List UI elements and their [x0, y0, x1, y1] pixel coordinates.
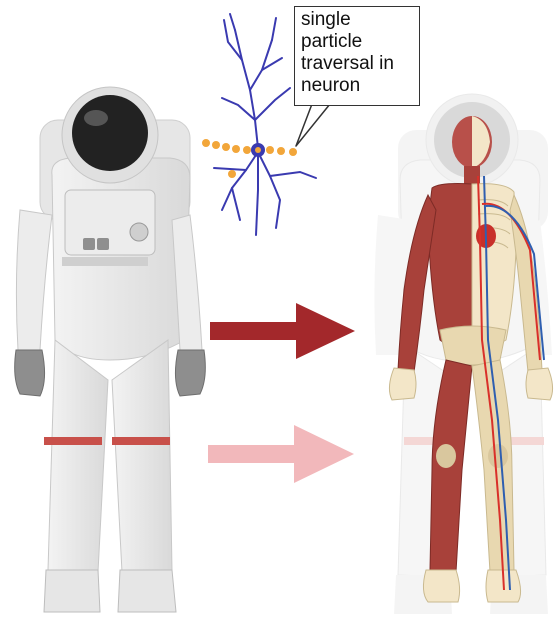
arrow-primary: [210, 303, 355, 359]
astronaut-suit-icon: [15, 87, 206, 612]
particle-path: [202, 139, 297, 178]
arrow-secondary: [208, 425, 354, 483]
callout-line-1: single: [301, 9, 413, 31]
callout-line-2: particle: [301, 31, 413, 53]
anatomy-in-suit-icon: [374, 94, 552, 614]
callout-pointer: [296, 104, 330, 146]
callout-line-3: traversal in: [301, 53, 413, 75]
callout-line-4: neuron: [301, 75, 413, 97]
callout-box: single particle traversal in neuron: [294, 6, 420, 106]
